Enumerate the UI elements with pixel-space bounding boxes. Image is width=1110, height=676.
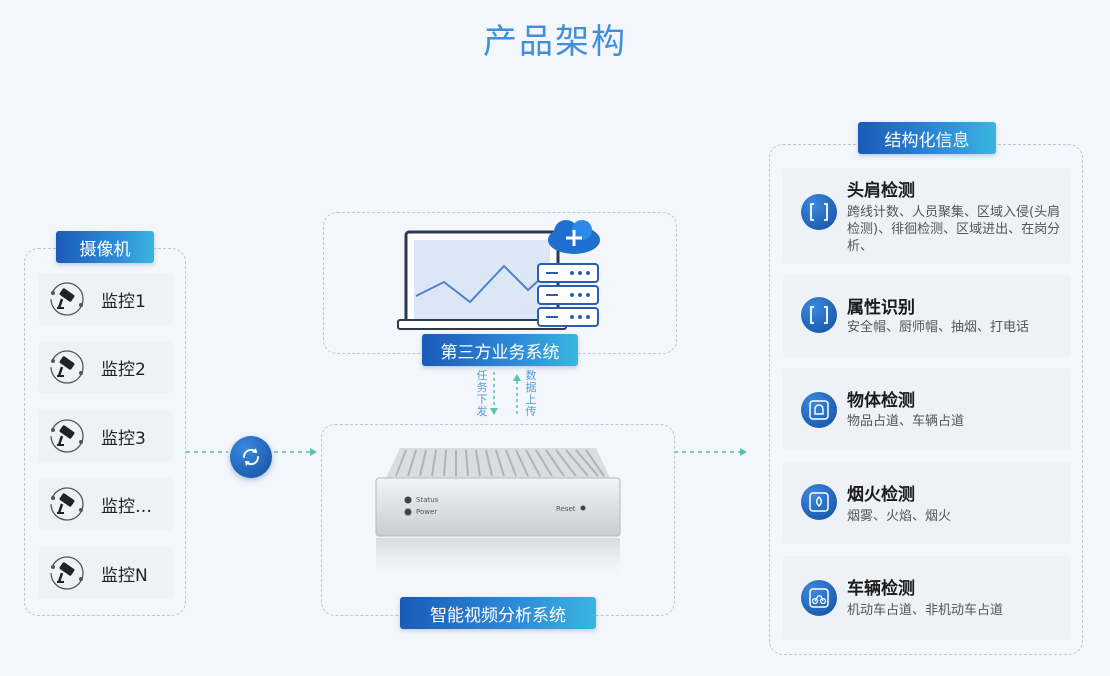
- bracket-icon: [801, 297, 837, 333]
- power-led-label: Power: [416, 508, 438, 516]
- structured-info-title: 头肩检测: [847, 181, 915, 201]
- camera-item: 监控1: [39, 273, 173, 325]
- camera-label: 监控3: [101, 428, 146, 449]
- bell-box-icon: [801, 392, 837, 428]
- structured-info-item: 车辆检测机动车占道、非机动车占道: [783, 556, 1071, 640]
- third-party-label: 第三方业务系统: [422, 334, 578, 366]
- structured-info-desc: 跨线计数、人员聚集、区域入侵(头肩检测)、徘徊检测、区域进出、在岗分析、: [847, 205, 1061, 254]
- page-title: 产品架构: [483, 22, 627, 62]
- status-led-label: Status: [416, 496, 439, 504]
- sync-to-system-arrow: [310, 448, 317, 456]
- task-down-arrow: [490, 408, 498, 415]
- laptop-server-illustration: [397, 220, 600, 330]
- system-to-info-arrow: [740, 448, 747, 456]
- camera-item: 监控2: [39, 341, 173, 393]
- edge-box-illustration: [375, 448, 621, 582]
- camera-item: 监控…: [39, 478, 173, 530]
- camera-label: 监控…: [101, 496, 152, 517]
- task-down-label: 任务下发: [476, 369, 488, 418]
- data-up-arrow: [513, 374, 521, 381]
- camera-item: 监控N: [39, 547, 173, 599]
- structured-info-title: 属性识别: [847, 298, 915, 318]
- structured-info-title: 烟火检测: [847, 485, 915, 505]
- structured-info-desc: 机动车占道、非机动车占道: [847, 603, 1004, 618]
- structured-info-item: 头肩检测跨线计数、人员聚集、区域入侵(头肩检测)、徘徊检测、区域进出、在岗分析、: [783, 168, 1071, 264]
- data-up-label: 数据上传: [525, 369, 537, 418]
- camera-icon: [50, 350, 84, 384]
- video-system-label: 智能视频分析系统: [400, 597, 596, 629]
- camera-icon: [50, 487, 84, 521]
- sync-circle: [230, 436, 272, 478]
- structured-info-item: 物体检测物品占道、车辆占道: [783, 368, 1071, 450]
- cloud-plus-icon: [548, 220, 600, 254]
- camera-icon: [50, 556, 84, 590]
- server-stack-icon: [537, 263, 599, 327]
- structured-info-item: 属性识别安全帽、厨师帽、抽烟、打电话: [783, 275, 1071, 357]
- camera-icon: [50, 419, 84, 453]
- structured-info-desc: 烟雾、火焰、烟火: [847, 509, 952, 524]
- structured-info-desc: 物品占道、车辆占道: [847, 414, 965, 429]
- camera-label: 监控1: [101, 291, 146, 312]
- reset-label: Reset: [556, 505, 576, 513]
- camera-icon: [50, 282, 84, 316]
- structured-info-title: 车辆检测: [847, 579, 915, 599]
- structured-info-title: 物体检测: [847, 391, 915, 411]
- structured-info-label: 结构化信息: [858, 122, 996, 154]
- camera-item: 监控3: [39, 410, 173, 462]
- structured-info-desc: 安全帽、厨师帽、抽烟、打电话: [847, 320, 1030, 335]
- structured-info-item: 烟火检测烟雾、火焰、烟火: [783, 462, 1071, 544]
- camera-group-label: 摄像机: [56, 231, 154, 263]
- bike-box-icon: [801, 580, 837, 616]
- flame-box-icon: [801, 484, 837, 520]
- bracket-icon: [801, 194, 837, 230]
- camera-label: 监控2: [101, 359, 146, 380]
- camera-label: 监控N: [101, 565, 148, 586]
- sync-icon: [242, 448, 260, 466]
